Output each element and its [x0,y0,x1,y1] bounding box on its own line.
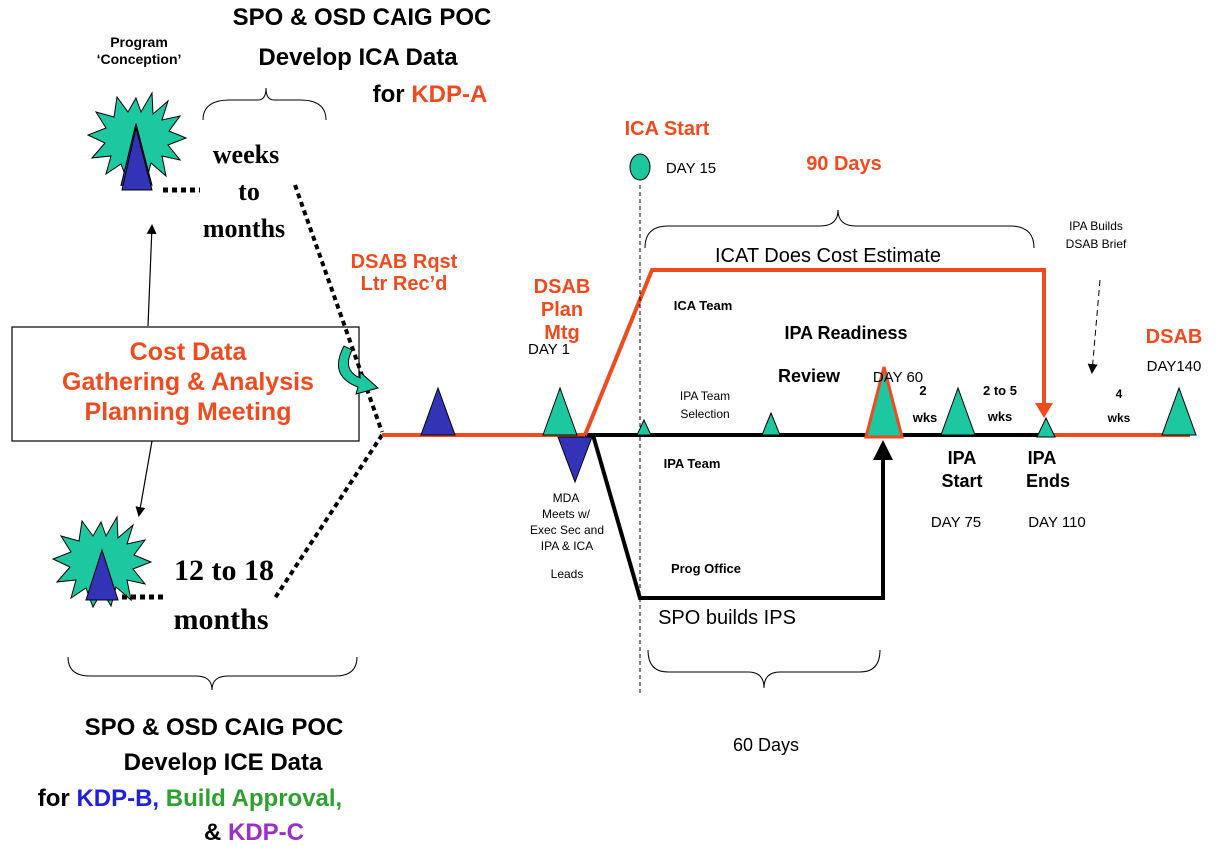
ica-header-line2: Develop ICA Data [258,44,458,71]
dsab-plan-line2: Plan [541,299,583,321]
spo-path-arrowhead [873,440,893,460]
ipa-readiness-line2: Review [778,366,841,386]
ice-footer-line4: & KDP-C [204,819,304,846]
lower-converge-line [273,433,384,600]
program-label-2: ‘Conception’ [97,51,182,67]
dsab-rqst-line1: DSAB Rqst [351,251,458,273]
ipa-start-line2: Start [941,471,982,491]
day15-label: DAY 15 [666,160,716,177]
ipa-team-sel-line1: IPA Team [680,389,730,403]
cost-box-line1: Cost Data [130,338,248,366]
mda-line4: IPA & ICA [541,539,593,553]
icat-label: ICAT Does Cost Estimate [715,245,941,267]
four-wks-line1: 4 [1116,387,1123,401]
spo-path [591,434,885,600]
ipa-readiness-line1: IPA Readiness [784,323,907,343]
day60-triangle [864,366,904,439]
dsab-plan-line1: DSAB [534,276,591,298]
day140-label: DAY140 [1147,358,1202,375]
ipa-start-triangle [940,386,976,436]
kdp-b-label: KDP-B, [76,785,159,812]
mda-triangle [557,436,593,484]
dsab-label: DSAB [1146,326,1203,348]
bottom-brace [67,656,358,691]
four-wks-line2: wks [1107,411,1131,425]
kdp-a-label: KDP-A [411,81,487,108]
ipa-builds-arrow [1087,279,1101,374]
months-label: months [203,214,285,243]
dsab-rqst-line2: Ltr Rec’d [361,273,448,295]
prog-office-label: Prog Office [671,561,741,576]
day110-label: DAY 110 [1028,514,1086,531]
ica-header-line1: SPO & OSD CAIG POC [233,4,492,31]
ipa-builds-line1: IPA Builds [1069,219,1123,233]
ipa-team-sel-line2: Selection [680,407,729,421]
program-label-1: Program [110,34,168,50]
two-wks-line2: wks [912,410,938,425]
box-to-conception-arrow [146,224,157,327]
ipa-team-label: IPA Team [664,456,721,471]
team-selection-triangle [761,411,781,436]
day1-label: DAY 1 [528,341,570,358]
ipa-builds-line2: DSAB Brief [1066,237,1127,251]
months-bottom-label: months [173,603,268,636]
kdp-c-label: KDP-C [228,819,304,846]
mda-line2: Meets w/ [542,507,591,521]
ica-path-arrowhead [1035,403,1053,418]
day1-triangle [542,386,578,436]
top-brace [202,87,327,121]
mda-line1: MDA [553,491,580,505]
ipa-ends-triangle [1036,416,1056,438]
ica-team-label: ICA Team [674,298,733,313]
mda-line3: Exec Sec and [530,523,604,537]
ica-start-label: ICA Start [625,118,710,140]
curved-arrow-icon [337,345,380,395]
cost-data-box [11,326,360,442]
two-wks-line1: 2 [919,383,926,398]
kdp-triangle [85,548,119,601]
ica-path [583,268,1046,436]
ninety-days-label: 90 Days [806,153,882,175]
two-to-five-line1: 2 to 5 [983,383,1017,398]
sixty-days-label: 60 Days [733,735,799,755]
sixty-days-brace [647,649,881,689]
ice-footer-line2: Develop ICE Data [124,749,323,776]
ice-footer-line3: for KDP-B, Build Approval, [38,785,342,812]
dsab-final-triangle [1161,386,1197,436]
ninety-days-brace [644,209,1035,249]
to-label: to [238,177,260,206]
ice-footer-line1: SPO & OSD CAIG POC [85,714,344,741]
two-to-five-line2: wks [987,409,1013,424]
cost-box-line2: Gathering & Analysis [62,368,314,396]
weeks-label: weeks [213,140,279,169]
mda-line5: Leads [551,567,584,581]
day15-small-triangle [636,418,652,436]
ipa-ends-line2: Ends [1026,471,1070,491]
dsab-plan-line3: Mtg [544,322,580,344]
ipa-ends-line1: IPA [1028,448,1057,468]
box-to-kdp-arrow [135,440,153,517]
day75-label: DAY 75 [931,514,981,531]
ipa-start-line1: IPA [948,448,977,468]
cost-box-line3: Planning Meeting [85,398,292,426]
spo-builds-label: SPO builds IPS [658,607,796,629]
dsab-rqst-triangle [420,386,456,436]
ica-header-line3: for KDP-A [373,81,488,108]
ica-start-circle [629,153,651,181]
build-approval-label: Build Approval, [159,785,342,812]
twelve-to-eighteen-label: 12 to 18 [174,554,274,587]
day60-label: DAY 60 [873,369,923,386]
